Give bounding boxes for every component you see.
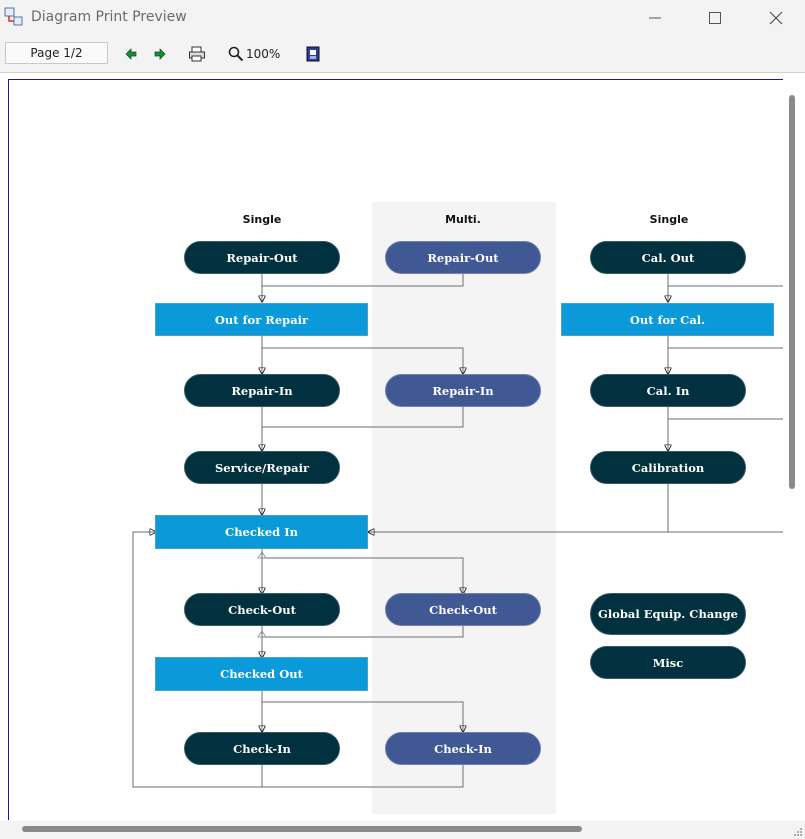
node-repair-in-multi[interactable]: Repair-In [385,374,541,407]
node-out-for-repair[interactable]: Out for Repair [155,303,368,336]
zoom-button[interactable]: 100% [228,44,280,64]
node-repair-in-single[interactable]: Repair-In [184,374,340,407]
node-misc[interactable]: Misc [590,646,746,679]
window-title: Diagram Print Preview [31,9,187,25]
app-icon [4,7,23,26]
node-check-in-multi[interactable]: Check-In [385,732,541,765]
vertical-scrollbar[interactable] [789,95,795,489]
multi-lane-background [372,202,556,814]
diagram-page: Single Multi. Single Repair-Out Out for … [8,79,783,820]
close-icon [769,11,783,25]
column-header-multi: Multi. [445,213,481,226]
column-header-single-right: Single [649,213,689,226]
horizontal-scrollbar[interactable] [22,826,582,832]
node-check-out-single[interactable]: Check-Out [184,593,340,626]
minimize-button[interactable] [632,0,678,36]
node-cal-in[interactable]: Cal. In [590,374,746,407]
maximize-icon [709,12,721,24]
page-indicator[interactable]: Page 1/2 [5,42,108,64]
magnifier-icon [228,46,244,62]
node-checked-out[interactable]: Checked Out [155,657,368,691]
column-header-single-left: Single [242,213,282,226]
page-setup-icon [306,46,320,62]
horizontal-scrollbar-track [0,821,805,839]
previous-page-button[interactable] [124,44,138,64]
forward-arrow-icon [154,48,166,60]
node-calibration[interactable]: Calibration [590,451,746,484]
node-repair-out-multi[interactable]: Repair-Out [385,241,541,274]
zoom-level: 100% [246,47,281,61]
node-cal-out[interactable]: Cal. Out [590,241,746,274]
preview-viewport[interactable]: Single Multi. Single Repair-Out Out for … [0,73,805,839]
page-setup-button[interactable] [305,44,321,64]
printer-icon [189,46,205,62]
connector-lines [132,274,783,788]
node-repair-out-single[interactable]: Repair-Out [184,241,340,274]
close-button[interactable] [753,0,799,36]
node-global-equip-change[interactable]: Global Equip. Change [590,593,746,635]
node-out-for-cal[interactable]: Out for Cal. [561,303,774,336]
resize-grip-icon[interactable] [793,827,803,837]
print-button[interactable] [188,44,206,64]
node-check-out-multi[interactable]: Check-Out [385,593,541,626]
maximize-button[interactable] [692,0,738,36]
node-check-in-single[interactable]: Check-In [184,732,340,765]
toolbar: Page 1/2 100% [0,36,805,73]
title-bar: Diagram Print Preview [0,0,805,36]
node-service-repair[interactable]: Service/Repair [184,451,340,484]
next-page-button[interactable] [153,44,167,64]
node-checked-in[interactable]: Checked In [155,515,368,549]
minimize-icon [649,17,661,19]
back-arrow-icon [125,48,137,60]
